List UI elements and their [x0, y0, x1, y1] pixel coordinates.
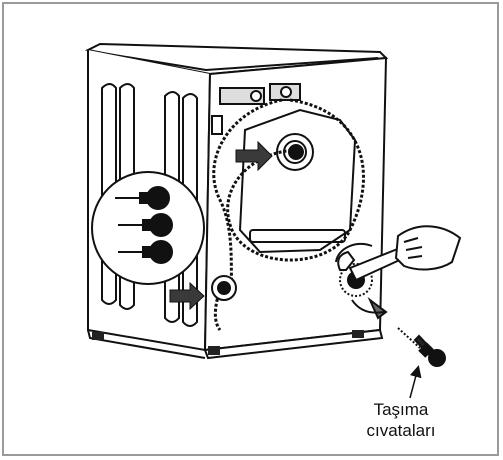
bolt-callout [92, 172, 204, 284]
shipping-bolt-icon [398, 328, 445, 366]
caption-line-1: Taşıma [336, 399, 466, 420]
drum-cover [240, 110, 355, 252]
caption-leader [410, 368, 418, 398]
caption-line-2: cıvataları [336, 420, 466, 441]
shipping-bolts-caption: Taşıma cıvataları [336, 399, 466, 441]
